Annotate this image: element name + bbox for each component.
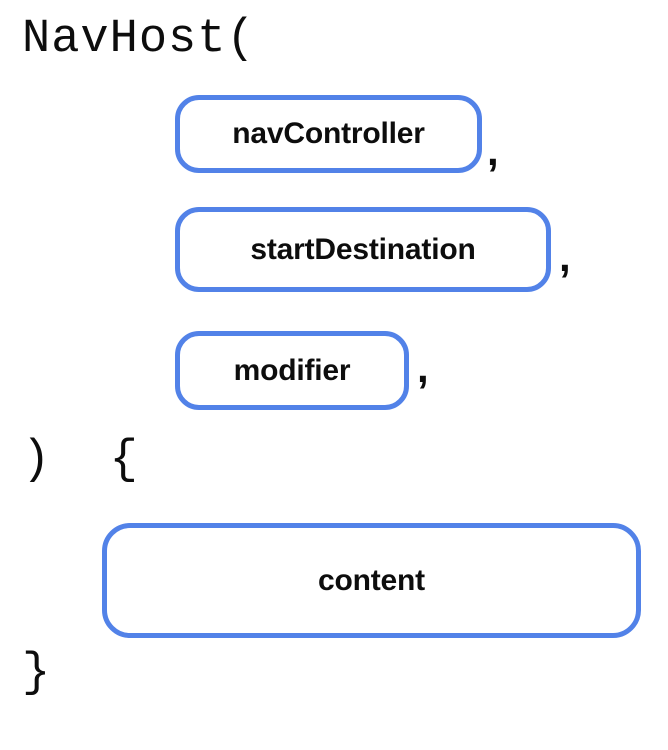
code-line-lambda-close: } [22, 647, 52, 700]
param-box-startdestination[interactable]: startDestination [175, 207, 551, 292]
param-box-navcontroller[interactable]: navController [175, 95, 482, 173]
param-label-navcontroller: navController [232, 117, 425, 150]
comma-after-modifier: , [417, 344, 429, 391]
param-label-startdestination: startDestination [250, 232, 476, 266]
param-label-modifier: modifier [233, 353, 351, 387]
code-line-navhost-open: NavHost( [22, 13, 256, 66]
param-label-content: content [318, 563, 425, 597]
param-box-content[interactable]: content [102, 523, 641, 638]
comma-after-startdestination: , [559, 233, 571, 280]
param-box-modifier[interactable]: modifier [175, 331, 409, 410]
code-line-close-paren-lambda-open: ) { [22, 434, 139, 487]
comma-after-navcontroller: , [487, 127, 499, 174]
